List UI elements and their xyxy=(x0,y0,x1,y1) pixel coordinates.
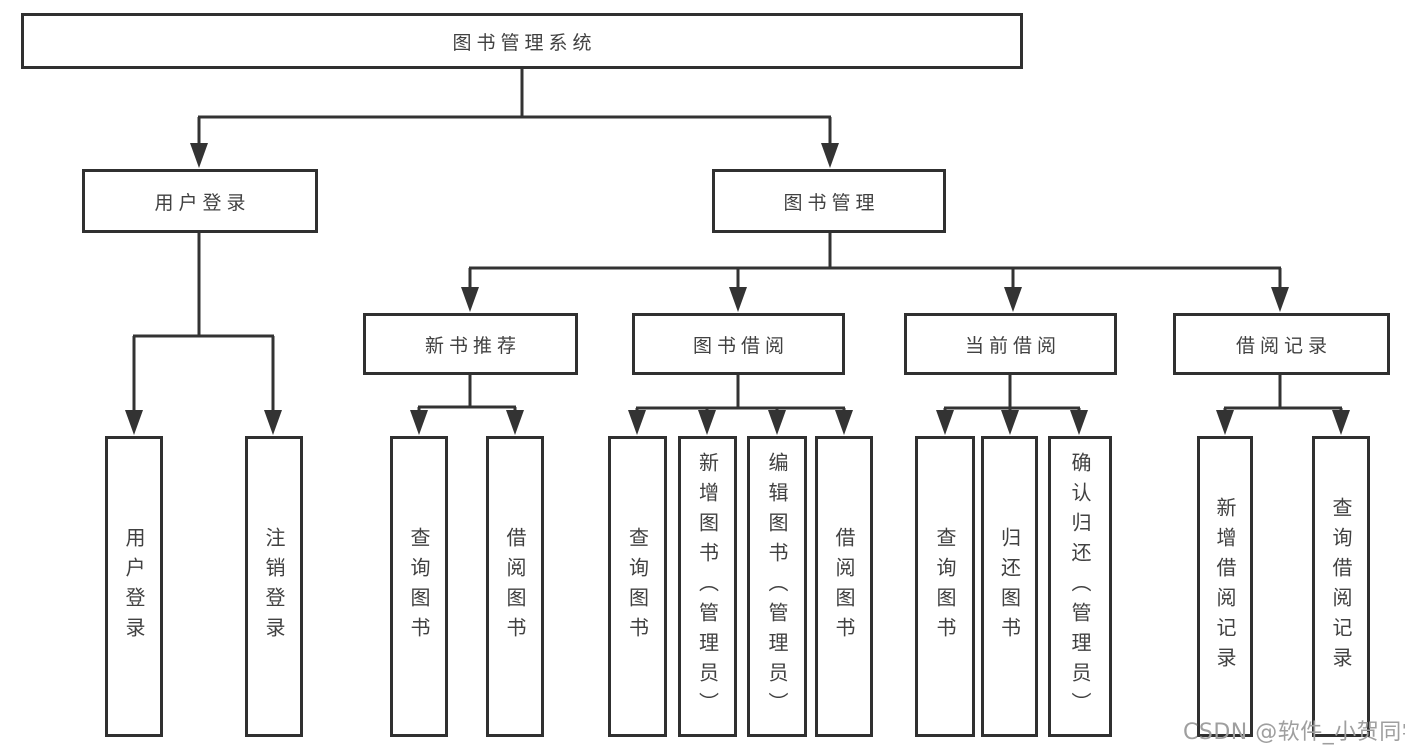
arrowhead-icon xyxy=(506,410,524,435)
arrowhead-icon xyxy=(1070,410,1088,435)
leaf-query-books-recommendation: 查询图书 xyxy=(390,436,448,737)
node-book-borrowing: 图书借阅 xyxy=(632,313,845,375)
leaf-borrow-books-recommendation: 借阅图书 xyxy=(486,436,544,737)
arrowhead-icon xyxy=(1001,410,1019,435)
leaf-add-borrowing-record: 新增借阅记录 xyxy=(1197,436,1253,737)
arrowhead-icon xyxy=(1271,287,1289,312)
leaf-query-books-borrowing: 查询图书 xyxy=(608,436,667,737)
arrowhead-icon xyxy=(264,410,282,435)
arrowhead-icon xyxy=(1004,287,1022,312)
arrowhead-icon xyxy=(729,287,747,312)
arrowhead-icon xyxy=(936,410,954,435)
arrowhead-icon xyxy=(461,287,479,312)
leaf-query-books-current: 查询图书 xyxy=(915,436,975,737)
arrowhead-icon xyxy=(1216,410,1234,435)
arrowhead-icon xyxy=(410,410,428,435)
arrowhead-icon xyxy=(190,143,208,168)
arrowhead-icon xyxy=(125,410,143,435)
leaf-logout: 注销登录 xyxy=(245,436,303,737)
node-current-borrowing: 当前借阅 xyxy=(904,313,1117,375)
node-book-management: 图书管理 xyxy=(712,169,946,233)
csdn-watermark: CSDN @软件_小贺同学 xyxy=(1183,720,1405,745)
leaf-confirm-return-admin: 确认归还（管理员） xyxy=(1048,436,1112,737)
arrowhead-icon xyxy=(835,410,853,435)
leaf-edit-books-admin: 编辑图书（管理员） xyxy=(747,436,807,737)
node-library-management-system: 图书管理系统 xyxy=(21,13,1023,69)
node-user-login: 用户登录 xyxy=(82,169,318,233)
leaf-borrow-books-borrowing: 借阅图书 xyxy=(815,436,873,737)
leaf-add-books-admin: 新增图书（管理员） xyxy=(678,436,737,737)
node-borrowing-records: 借阅记录 xyxy=(1173,313,1390,375)
arrowhead-icon xyxy=(628,410,646,435)
leaf-user-login: 用户登录 xyxy=(105,436,163,737)
arrowhead-icon xyxy=(768,410,786,435)
arrowhead-icon xyxy=(1332,410,1350,435)
node-new-book-recommendation: 新书推荐 xyxy=(363,313,578,375)
leaf-query-borrowing-record: 查询借阅记录 xyxy=(1312,436,1370,737)
leaf-return-books: 归还图书 xyxy=(981,436,1038,737)
arrowhead-icon xyxy=(821,143,839,168)
arrowhead-icon xyxy=(698,410,716,435)
